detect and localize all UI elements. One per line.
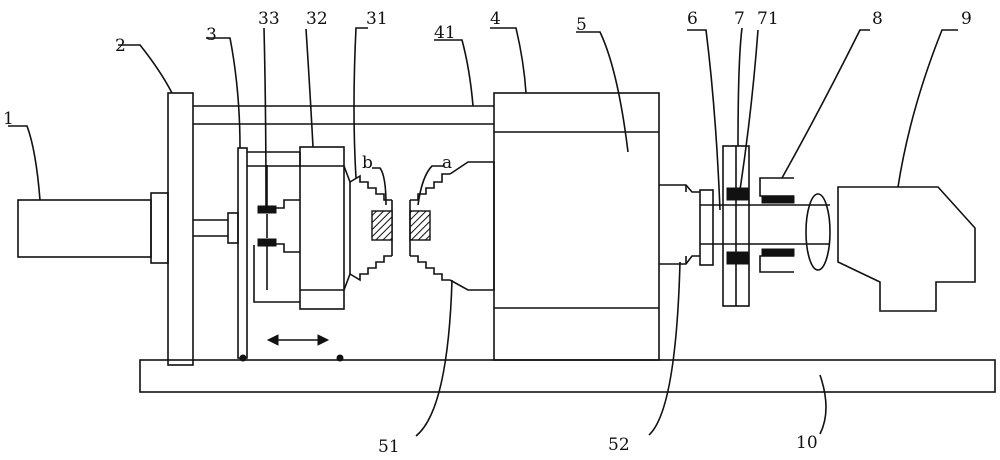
label-6: 6 [687, 9, 698, 29]
headstock-housing [493, 92, 660, 361]
label-33: 33 [258, 9, 280, 29]
label-10: 10 [796, 433, 818, 453]
label-b: b [362, 153, 373, 173]
label-51: 51 [378, 437, 400, 457]
label-2: 2 [115, 36, 126, 56]
end-plate [167, 92, 194, 366]
label-71: 71 [757, 9, 779, 29]
base-plate [139, 359, 996, 393]
label-a: a [442, 153, 452, 173]
movement-arrow [266, 334, 330, 346]
moving-plate [237, 147, 344, 362]
label-52: 52 [608, 435, 630, 455]
motor-flange [150, 192, 169, 264]
output-shaft [659, 184, 830, 265]
coupling-disc [699, 189, 714, 266]
label-3: 3 [206, 25, 217, 45]
label-9: 9 [961, 9, 972, 29]
clutch [759, 177, 795, 273]
guide-block [257, 165, 300, 290]
label-32: 32 [306, 9, 328, 29]
screw-shaft [193, 212, 239, 244]
drive-motor [837, 186, 976, 312]
tie-rods [193, 105, 494, 125]
workpiece-b [371, 210, 393, 241]
label-41: 41 [434, 23, 456, 43]
label-5: 5 [576, 15, 587, 35]
belt-loop [805, 193, 831, 271]
label-4: 4 [490, 9, 501, 29]
chuck-body [299, 146, 351, 310]
gear-assembly [722, 145, 750, 307]
label-7: 7 [734, 9, 745, 29]
label-31: 31 [366, 9, 388, 29]
label-1: 1 [3, 109, 14, 129]
label-8: 8 [872, 9, 883, 29]
motor-body [17, 199, 152, 258]
workpiece-a [409, 210, 431, 241]
leader-lines [8, 27, 958, 437]
